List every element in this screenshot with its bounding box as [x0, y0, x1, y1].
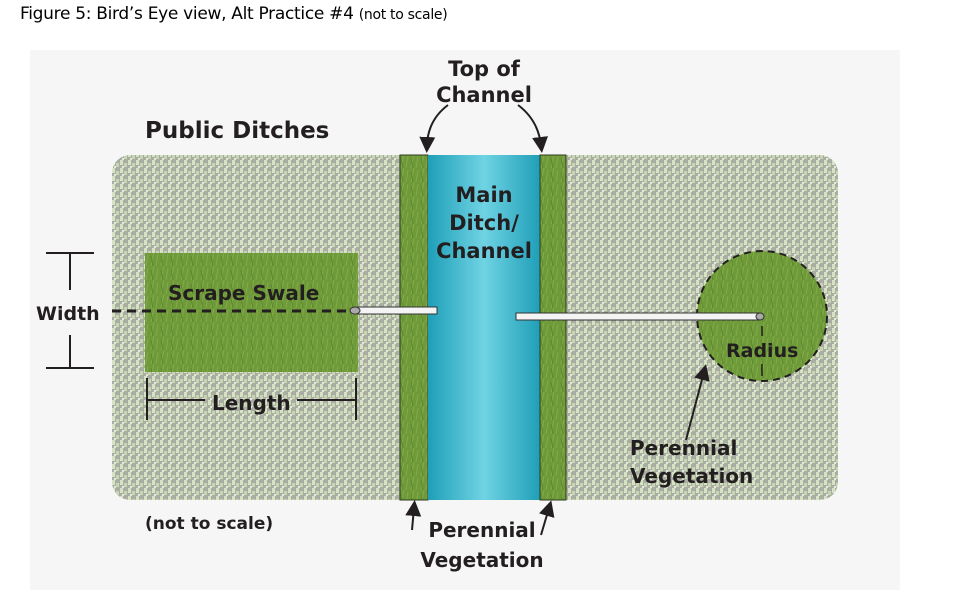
right-pipe-end — [755, 312, 765, 321]
top-right-arrow — [517, 104, 548, 153]
bottom-perennial-label-2: Vegetation — [420, 548, 543, 572]
bottom-right-arrow — [539, 500, 555, 536]
width-label: Width — [36, 303, 100, 325]
figure-caption: Figure 5: Bird’s Eye view, Alt Practice … — [20, 4, 448, 24]
perennial-arrow — [685, 364, 710, 441]
top-of-channel-label-2: Channel — [436, 83, 532, 107]
bottom-perennial-label: Perennial — [428, 518, 535, 542]
length-label: Length — [212, 391, 291, 415]
top-of-channel-label: Top of — [448, 57, 521, 81]
main-ditch-label-3: Channel — [436, 239, 532, 263]
right-vegetation-strip — [539, 154, 567, 501]
left-pipe-end — [349, 306, 361, 315]
length-dimension — [146, 378, 357, 420]
width-dimension — [46, 252, 94, 369]
bottom-left-arrow — [405, 500, 422, 531]
main-channel — [428, 155, 540, 500]
perennial-vegetation-label-2: Vegetation — [630, 464, 753, 488]
left-vegetation-strip — [399, 154, 429, 501]
main-ditch-label: Main — [455, 183, 512, 207]
left-pipe — [357, 306, 438, 315]
perennial-vegetation-label: Perennial — [630, 436, 737, 460]
main-ditch-label-2: Ditch/ — [449, 211, 519, 235]
radius-label: Radius — [726, 340, 798, 362]
caption-title: Figure 5: Bird’s Eye view, Alt Practice … — [20, 4, 354, 24]
scrape-swale-label: Scrape Swale — [168, 281, 319, 305]
top-left-arrow — [419, 104, 449, 153]
right-pipe — [515, 312, 761, 321]
caption-note: (not to scale) — [358, 7, 448, 23]
not-to-scale-label: (not to scale) — [145, 514, 273, 534]
public-ditches-label: Public Ditches — [145, 118, 329, 144]
